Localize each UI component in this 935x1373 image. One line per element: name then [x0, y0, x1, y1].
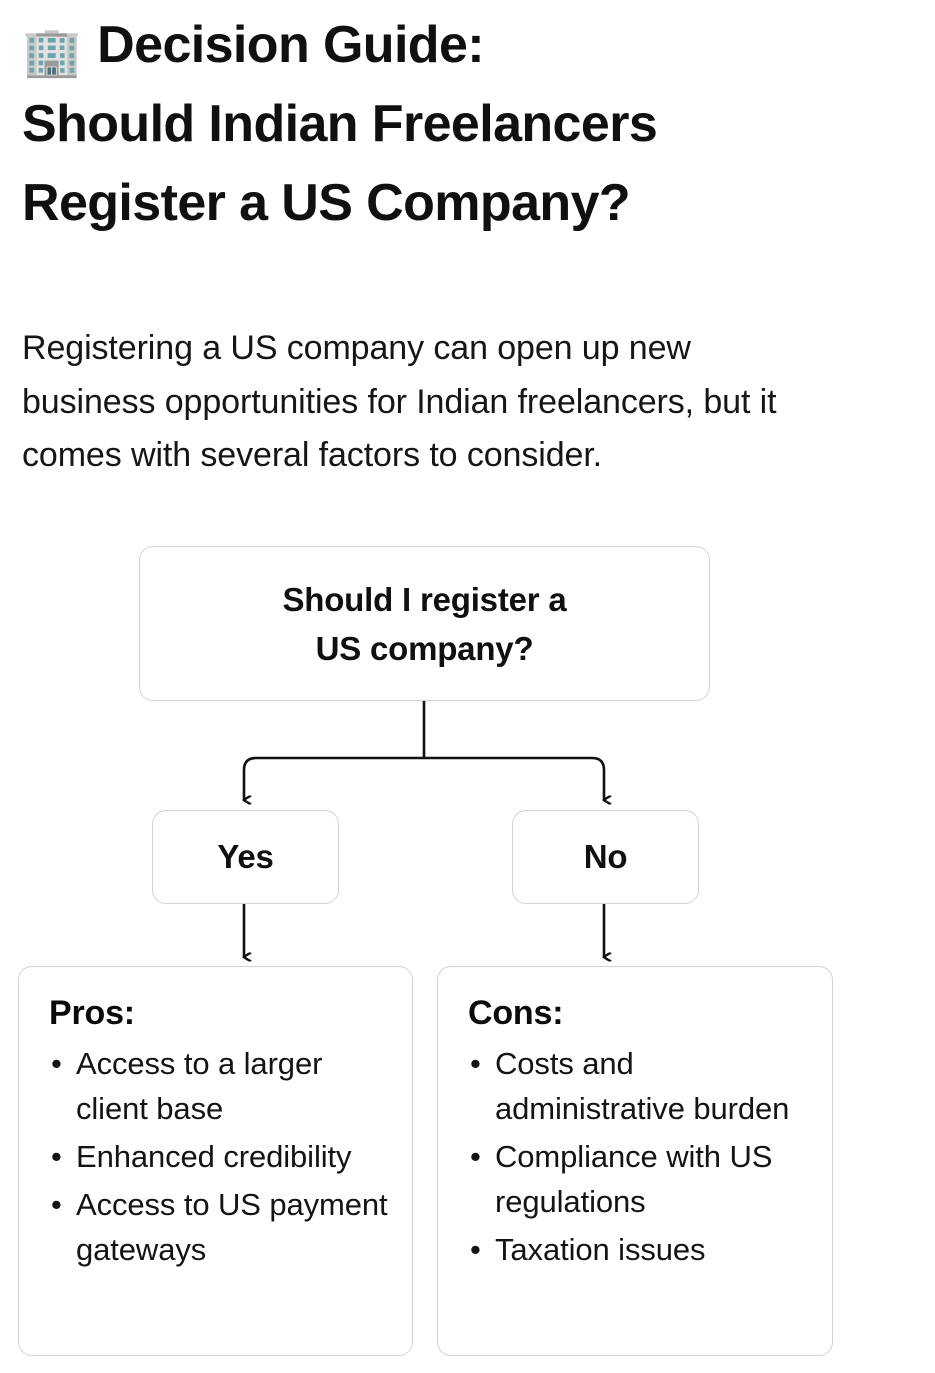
list-item: • Access to US payment gateways: [49, 1182, 396, 1272]
bullet-icon: •: [51, 1139, 62, 1174]
cons-title: Cons:: [468, 994, 564, 1032]
page-title-text-1: Decision Guide:: [97, 16, 485, 74]
root-question-line-1: Should I register a: [282, 580, 567, 618]
bullet-icon: •: [51, 1187, 62, 1222]
list-item: • Costs and administrative burden: [468, 1041, 816, 1131]
office-building-icon: 🏢: [22, 26, 82, 79]
list-item: • Compliance with US regulations: [468, 1134, 816, 1224]
yes-label: Yes: [217, 838, 274, 875]
root-question-label: Should I register a US company?: [282, 575, 566, 673]
list-item: • Taxation issues: [468, 1227, 816, 1272]
flowchart-node-root-question[interactable]: Should I register a US company?: [139, 546, 710, 701]
list-item: • Enhanced credibility: [49, 1134, 396, 1179]
bullet-icon: •: [470, 1046, 481, 1081]
bullet-icon: •: [470, 1232, 481, 1267]
pros-item-text: Access to a larger client base: [76, 1046, 323, 1126]
cons-item-text: Compliance with US regulations: [495, 1139, 773, 1219]
pros-title: Pros:: [49, 994, 135, 1032]
pros-item-text: Access to US payment gateways: [76, 1187, 388, 1267]
pros-list: • Access to a larger client base • Enhan…: [49, 1041, 396, 1272]
flowchart-node-cons[interactable]: Cons: • Costs and administrative burden …: [437, 966, 833, 1356]
page-title-line-3: Register a US Company?: [22, 174, 631, 232]
root-question-line-2: US company?: [315, 629, 534, 667]
bullet-icon: •: [51, 1046, 62, 1081]
flowchart-node-pros[interactable]: Pros: • Access to a larger client base •…: [18, 966, 413, 1356]
page-title-line-2: Should Indian Freelancers: [22, 95, 658, 153]
flowchart-node-yes[interactable]: Yes: [152, 810, 339, 904]
flowchart-node-no[interactable]: No: [512, 810, 699, 904]
cons-item-text: Taxation issues: [495, 1232, 706, 1267]
page-title-line-1: 🏢 Decision Guide:: [22, 6, 882, 85]
bullet-icon: •: [470, 1139, 481, 1174]
page-header: 🏢 Decision Guide: Should Indian Freelance…: [22, 6, 882, 243]
cons-list: • Costs and administrative burden • Comp…: [468, 1041, 816, 1272]
intro-paragraph: Registering a US company can open up new…: [22, 329, 777, 474]
pros-item-text: Enhanced credibility: [76, 1139, 352, 1174]
cons-item-text: Costs and administrative burden: [495, 1046, 790, 1126]
list-item: • Access to a larger client base: [49, 1041, 396, 1131]
no-label: No: [583, 838, 628, 875]
